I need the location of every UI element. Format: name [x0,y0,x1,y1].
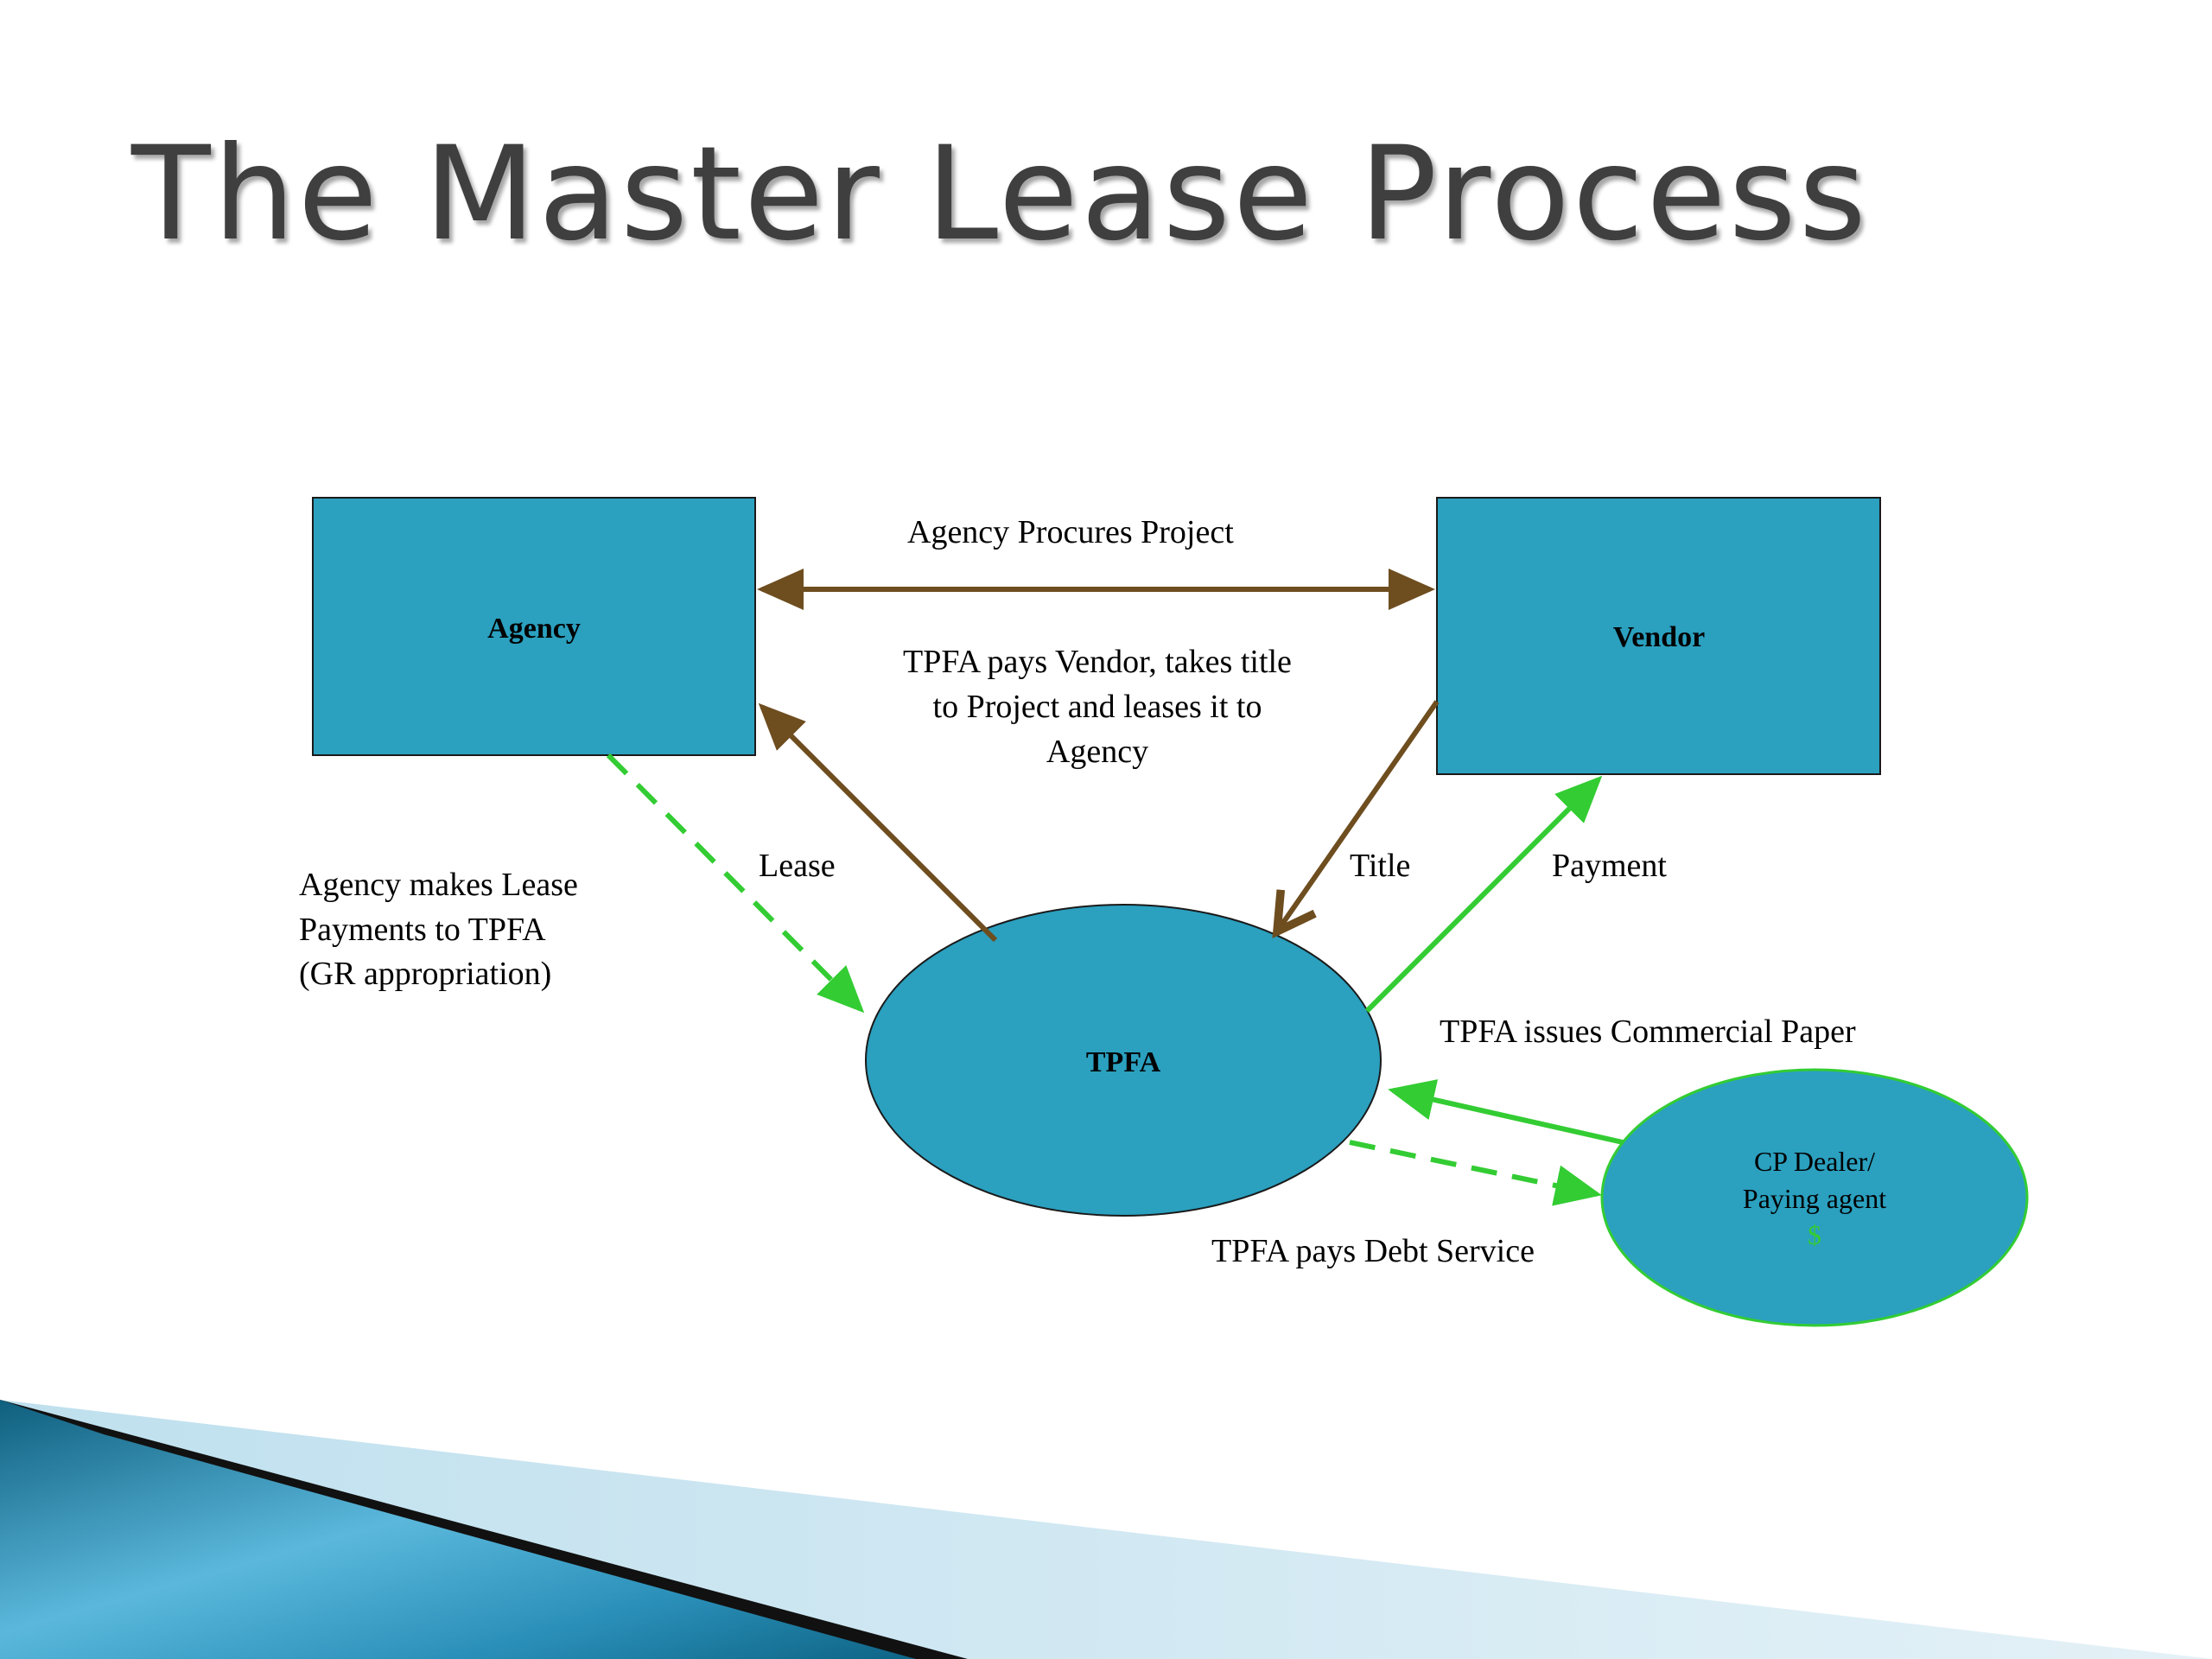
lease-payments-label-line1: Agency makes Lease [299,867,578,903]
cp-dealer-ellipse [1600,1068,2029,1327]
dollar-icon: $ [1808,1219,1821,1250]
cp-dealer-label-line1: CP Dealer/ [1754,1146,1875,1177]
lease-payments-arrow [606,753,865,1014]
debt-service-arrow [1349,1140,1602,1206]
bottom-ribbon [0,1400,2212,1659]
cp-dealer-label-line2: Paying agent [1743,1183,1886,1214]
tpfa-ellipse [865,904,1382,1217]
pays-vendor-label-line3: Agency [1046,734,1148,770]
agency-label: Agency [487,613,581,645]
debt-service-label: TPFA pays Debt Service [1211,1233,1535,1269]
pays-vendor-label-line1: TPFA pays Vendor, takes title [903,644,1292,680]
issues-cp-label: TPFA issues Commercial Paper [1440,1014,1856,1050]
lease-arrow [758,702,998,943]
payment-arrow [1364,775,1603,1014]
commercial-paper-arrow [1388,1079,1624,1145]
slide-title: The Master Lease Process [131,119,1869,270]
vendor-label: Vendor [1613,621,1705,653]
lease-payments-label-line2: Payments to TPFA [299,912,546,948]
tpfa-label: TPFA [1086,1046,1161,1078]
lease-payments-label-line3: (GR appropriation) [299,956,551,992]
payment-label: Payment [1552,848,1667,884]
lease-label: Lease [759,848,836,884]
pays-vendor-label-line2: to Project and leases it to [933,689,1262,725]
procures-label: Agency Procures Project [907,514,1234,550]
agency-box [312,497,756,756]
vendor-box [1436,497,1881,775]
title-arrow [1272,700,1440,938]
title-flow-label: Title [1350,848,1410,884]
